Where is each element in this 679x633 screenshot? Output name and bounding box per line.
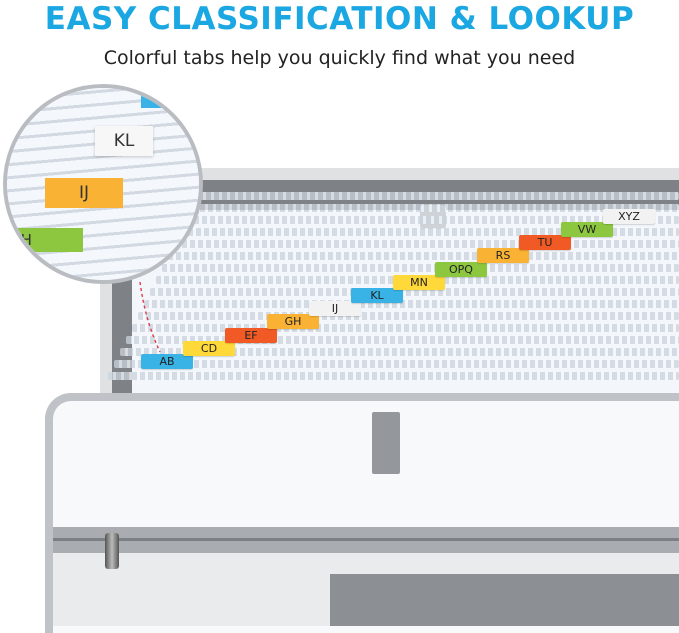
tab-tu[interactable]: TU [519,235,571,251]
zipper-track [53,538,679,541]
zoomed-tab-ij: IJ [45,178,123,208]
tab-mn[interactable]: MN [393,274,445,290]
tab-opq[interactable]: OPQ [435,261,487,277]
magnifier-zoom: KL IJ GH [3,84,203,284]
zoomed-tab-kl: KL [95,126,153,156]
tab-rs[interactable]: RS [477,248,529,264]
tab-cd[interactable]: CD [183,340,235,356]
folder-inner-panel [132,210,679,420]
tab-kl[interactable]: KL [351,288,403,303]
front-elastic-strap [372,412,400,474]
zoomed-tab-edge [141,94,167,108]
tab-ab[interactable]: AB [141,354,193,369]
top-elastic-strap [420,205,446,229]
subheadline: Colorful tabs help you quickly find what… [103,47,576,69]
tab-gh[interactable]: GH [267,314,319,330]
tab-ef[interactable]: EF [225,327,277,343]
tab-ij[interactable]: IJ [309,301,361,317]
tab-xyz[interactable]: XYZ [603,208,655,224]
zoomed-tab-gh: GH [7,228,83,252]
tab-vw[interactable]: VW [561,222,613,237]
headline: EASY CLASSIFICATION & LOOKUP [44,1,635,37]
pocket-divider [330,574,679,626]
zipper-pull-icon[interactable] [105,533,119,569]
